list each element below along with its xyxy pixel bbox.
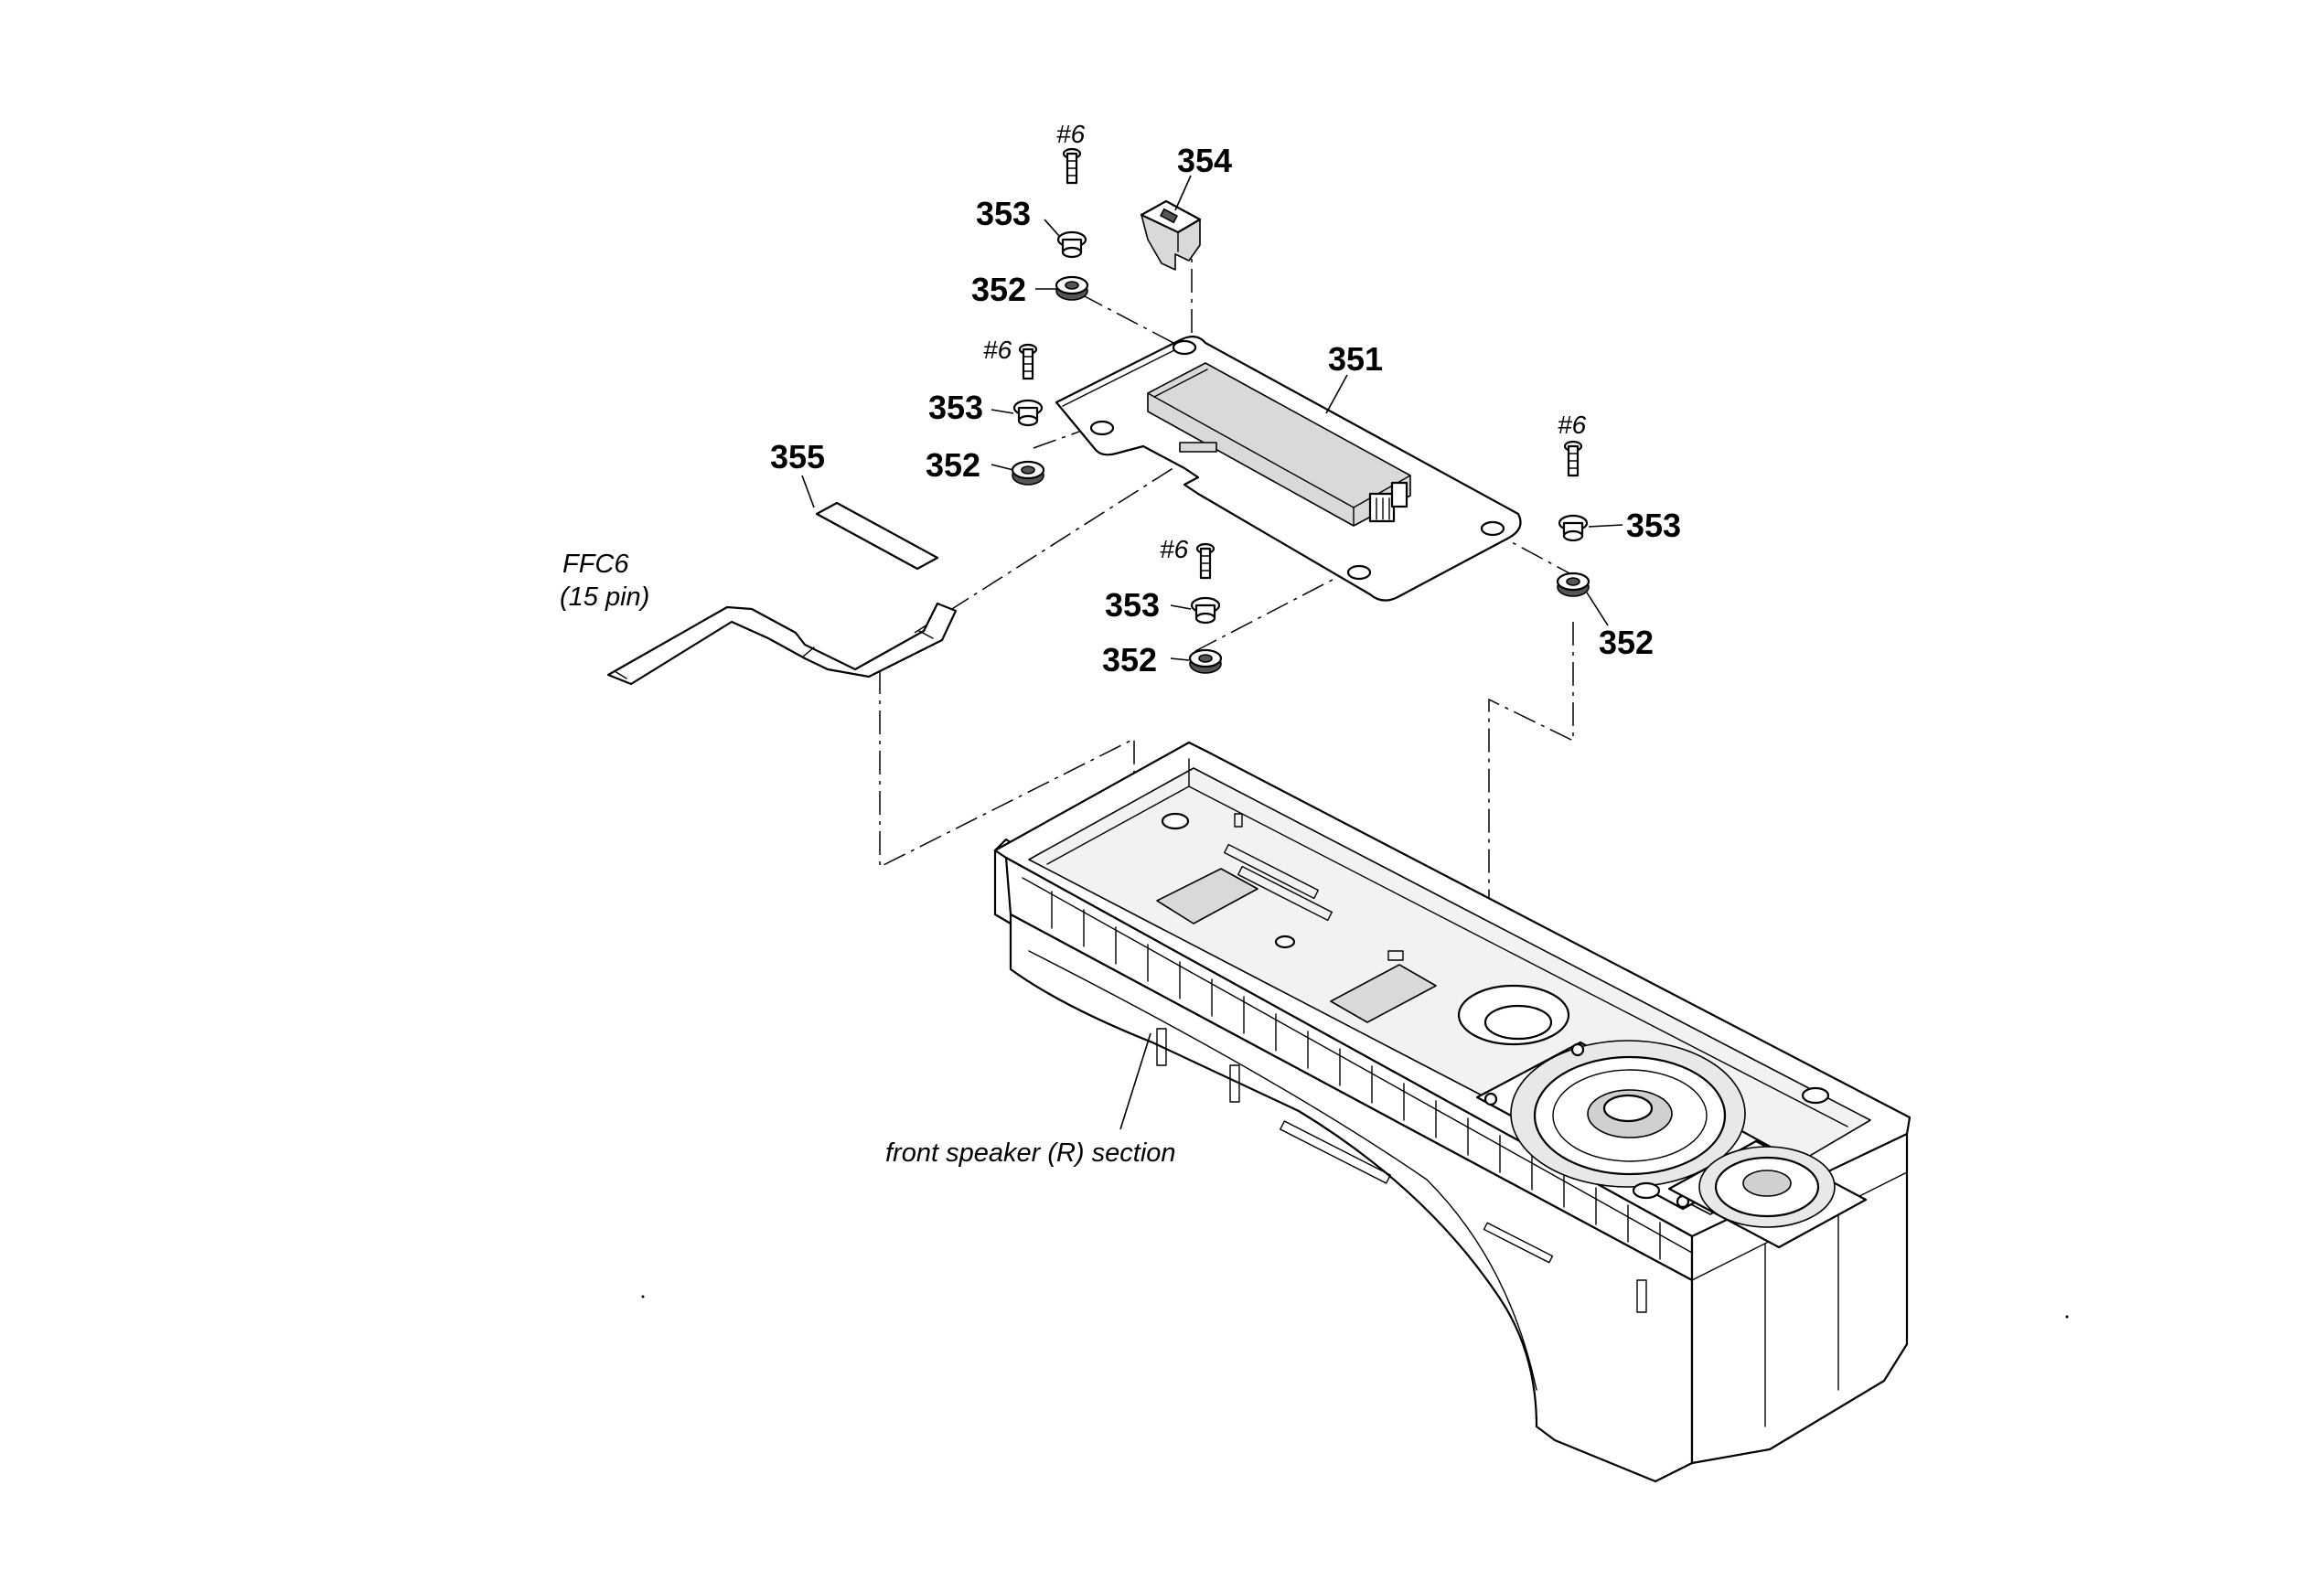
washer-353-mid-left [1012, 399, 1044, 427]
bushing-352-mid-left [1011, 460, 1045, 486]
label-353-right: 353 [1626, 507, 1681, 544]
part-355-sheet [815, 501, 939, 571]
label-352-right: 352 [1599, 624, 1654, 661]
washer-353-top [1056, 230, 1087, 259]
screw-label-bottom: #6 [1160, 535, 1189, 563]
bushing-352-right [1556, 572, 1590, 597]
front-speaker-r-housing [993, 741, 1912, 1483]
scan-speck [2065, 1315, 2069, 1319]
section-note: front speaker (R) section [885, 1138, 1176, 1168]
cable-pins-label: (15 pin) [560, 582, 649, 612]
bushing-352-bottom [1188, 648, 1223, 674]
label-352-top: 352 [971, 271, 1026, 308]
label-352-bottom: 352 [1102, 641, 1157, 678]
washer-353-right [1558, 514, 1589, 542]
part-351-board [1055, 336, 1522, 602]
label-355: 355 [770, 438, 825, 475]
washer-353-bottom [1190, 596, 1221, 625]
label-354: 354 [1177, 142, 1232, 179]
label-353-top: 353 [976, 195, 1031, 232]
screw-mid-left [1018, 343, 1038, 380]
leader-lines [801, 175, 1623, 1130]
screw-labels: #6 #6 #6 #6 [983, 120, 1587, 563]
screw-right [1563, 440, 1583, 477]
scan-speck [641, 1295, 645, 1298]
housing-ribs [1051, 891, 1661, 1260]
screw-top [1062, 147, 1082, 185]
label-351: 351 [1328, 340, 1383, 378]
label-352-mid-left: 352 [926, 446, 980, 484]
screw-label-mid-left: #6 [983, 336, 1012, 364]
part-labels: 354 353 352 351 353 352 355 353 352 353 … [770, 142, 1681, 678]
screw-label-right: #6 [1558, 411, 1587, 439]
cable-name-label: FFC6 [562, 550, 629, 579]
ffc6-flat-cable [606, 602, 958, 686]
screw-bottom [1195, 542, 1216, 580]
bushing-352-top [1055, 275, 1089, 301]
screw-label-top: #6 [1056, 120, 1086, 148]
label-353-mid-left: 353 [928, 389, 983, 426]
label-353-bottom: 353 [1105, 586, 1160, 624]
part-354-clip [1140, 199, 1202, 271]
